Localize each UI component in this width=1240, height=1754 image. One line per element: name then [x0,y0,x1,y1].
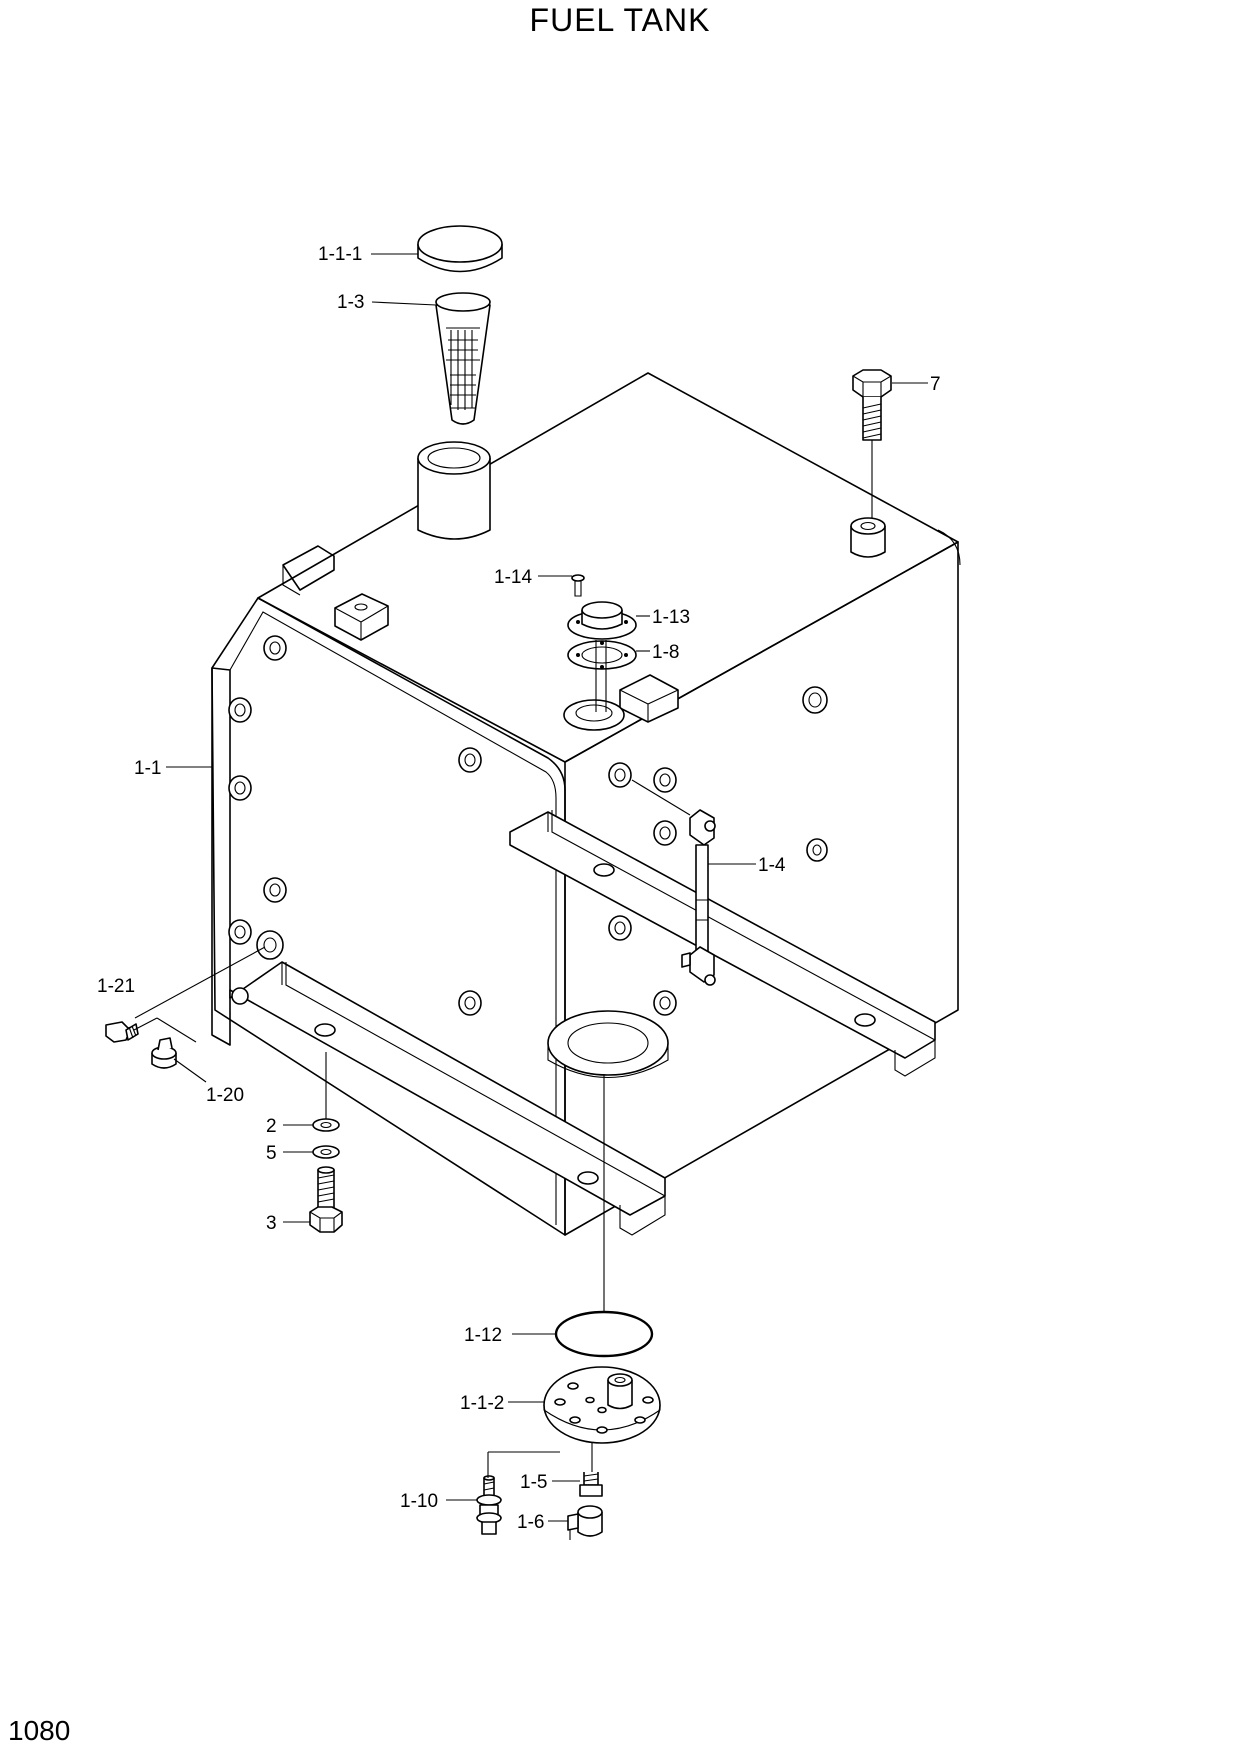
right-face-bosses [608,686,828,1016]
fuel-cap [417,225,503,273]
screw-1-14 [571,574,585,597]
mounting-boss [850,517,886,558]
fuel-sender-head [567,601,637,640]
washer-2 [312,1118,340,1132]
rail-channel-right [509,810,936,1077]
rail-channel-left [229,961,666,1236]
bolt-1-10 [476,1475,502,1535]
label-1-13: 1-13 [652,607,690,628]
level-gauge [631,779,716,986]
sender-rod [595,640,607,712]
label-2: 2 [266,1116,277,1137]
fuel-strainer [435,292,491,425]
plug-1-21 [105,1021,139,1043]
label-3: 3 [266,1213,277,1234]
bolt-3 [309,1166,343,1233]
drain-fitting [579,1472,603,1497]
label-1-6: 1-6 [517,1512,544,1533]
top-block-left [334,593,389,641]
bolt-7 [852,369,892,441]
drain-cover-plate [543,1366,661,1444]
o-ring [554,1310,654,1358]
label-1-8: 1-8 [652,642,679,663]
label-7: 7 [930,374,941,395]
fuel-tank-body [211,372,961,1236]
gasket-1-8 [567,640,637,670]
label-1-21: 1-21 [97,976,135,997]
washer-5 [312,1145,340,1159]
label-1-12: 1-12 [464,1325,502,1346]
top-block-right [619,674,679,723]
label-1-14: 1-14 [494,567,532,588]
filler-neck [417,441,491,540]
label-1-5: 1-5 [520,1472,547,1493]
label-1-1-1: 1-1-1 [318,244,362,265]
mounting-bracket-rear [282,545,335,596]
label-1-1: 1-1 [134,758,161,779]
drain-valve [567,1505,603,1540]
label-1-4: 1-4 [758,855,786,876]
label-5: 5 [266,1143,277,1164]
sender-mount-opening [563,699,625,731]
page-number: 1080 [8,1715,71,1746]
left-face-bosses [228,635,482,1016]
label-1-3: 1-3 [337,292,364,313]
plug-1-20 [151,1037,177,1069]
label-1-20: 1-20 [206,1085,244,1106]
page-title: FUEL TANK [529,2,711,38]
label-1-1-2: 1-1-2 [460,1393,504,1414]
leader-lines [133,253,928,1522]
label-1-10: 1-10 [400,1491,438,1512]
callout-labels: 1-1-1 1-3 7 1-14 1-13 1-8 1-1 1-4 1-21 1… [97,244,941,1533]
drain-opening [547,1010,669,1079]
